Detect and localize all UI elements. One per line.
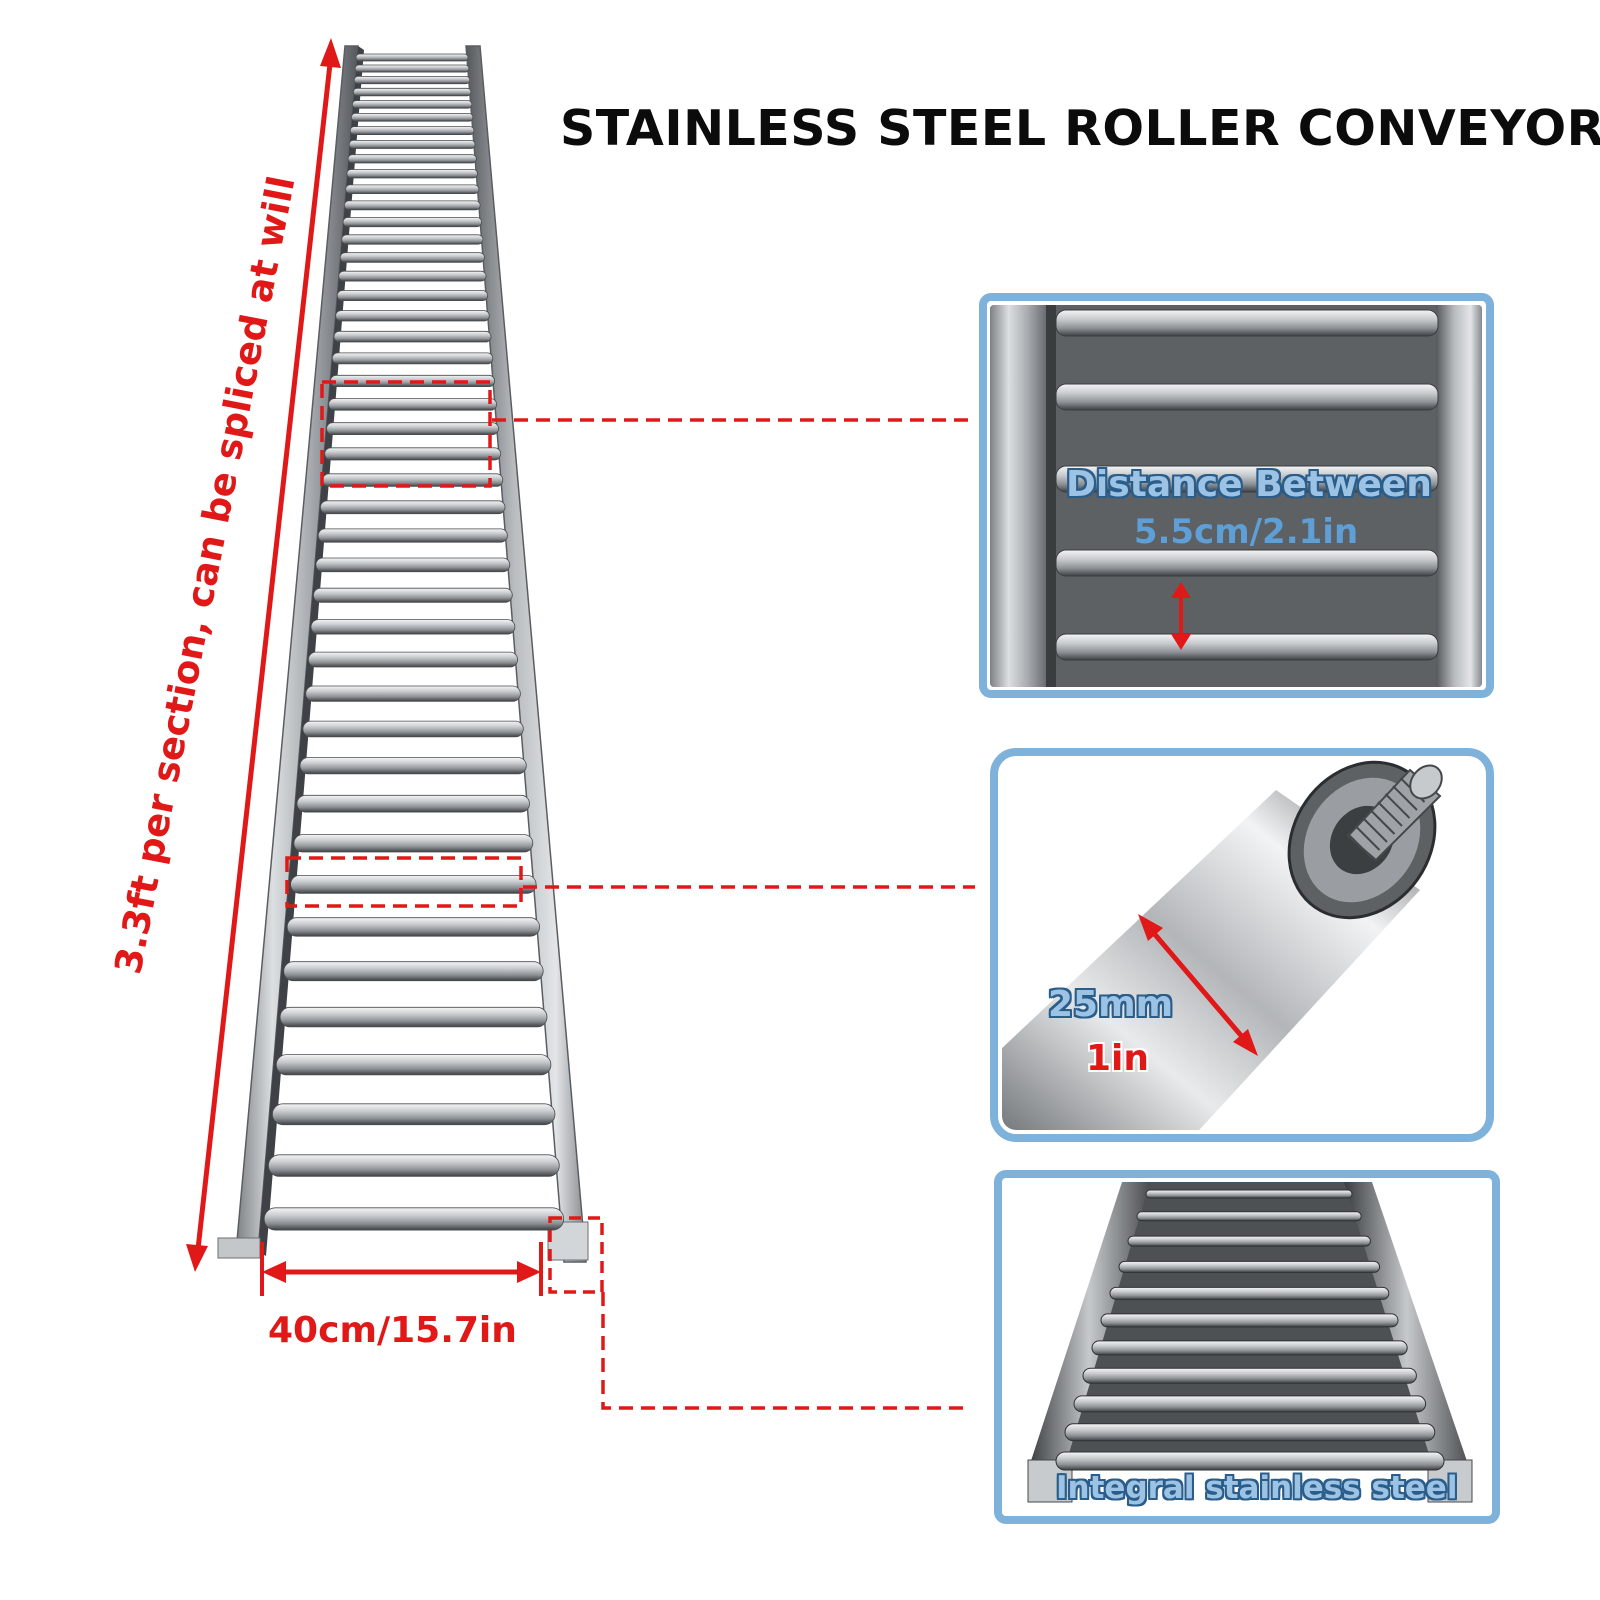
frame-roller bbox=[1109, 1286, 1390, 1300]
frame-roller bbox=[1100, 1313, 1399, 1328]
frame-caption: Integral stainless steel bbox=[1056, 1470, 1458, 1506]
conveyor-roller bbox=[353, 76, 471, 85]
conveyor-roller bbox=[333, 330, 492, 343]
left-rail-end bbox=[217, 1237, 261, 1259]
width-dimension-arrow bbox=[260, 1242, 543, 1296]
spacing-caption-line2: 5.5cm/2.1in bbox=[1133, 512, 1359, 552]
conveyor-roller bbox=[279, 1006, 548, 1028]
frame-rollers bbox=[1055, 1189, 1445, 1471]
conveyor-roller bbox=[335, 310, 490, 322]
conveyor-roller bbox=[348, 139, 476, 149]
conveyor-roller bbox=[286, 917, 541, 937]
conveyor-roller bbox=[305, 685, 521, 702]
conveyor-roller bbox=[349, 126, 475, 135]
conveyor-roller bbox=[290, 875, 537, 894]
callout-box-single-roller bbox=[285, 856, 975, 908]
callout-box-roller-spacing bbox=[320, 380, 975, 488]
conveyor-roller bbox=[331, 352, 494, 365]
conveyor-roller bbox=[296, 794, 530, 813]
diameter-imperial-label: 1in bbox=[1086, 1038, 1150, 1079]
conveyor-roller bbox=[343, 200, 481, 211]
length-dimension-arrow bbox=[186, 38, 341, 1272]
spacing-roller bbox=[1055, 633, 1439, 661]
spacing-roller bbox=[1055, 309, 1439, 337]
callout-box-frame-end bbox=[548, 1216, 965, 1410]
spacing-rollers bbox=[1055, 309, 1439, 661]
frame-roller bbox=[1127, 1235, 1371, 1247]
frame-left-rail bbox=[1028, 1182, 1150, 1470]
spacing-roller bbox=[1055, 549, 1439, 577]
conveyor-roller bbox=[324, 447, 502, 461]
conveyor-roller bbox=[339, 252, 485, 263]
frame-roller bbox=[1136, 1211, 1362, 1222]
conveyor-roller bbox=[341, 234, 484, 245]
spacing-caption-line1: Distance Between bbox=[1066, 464, 1432, 505]
conveyor-roller bbox=[313, 587, 513, 603]
conveyor-roller bbox=[346, 169, 478, 179]
conveyor-roller bbox=[342, 217, 483, 228]
frame-roller bbox=[1064, 1423, 1436, 1442]
conveyor-roller bbox=[283, 961, 544, 982]
conveyor-roller bbox=[267, 1154, 560, 1177]
conveyor-roller bbox=[345, 184, 480, 194]
detail-panel-frame bbox=[994, 1170, 1500, 1524]
diameter-metric-label: 25mm bbox=[1048, 984, 1174, 1025]
conveyor-roller bbox=[319, 500, 506, 515]
conveyor-roller bbox=[271, 1103, 556, 1126]
roller-conveyor-photo bbox=[217, 45, 589, 1263]
conveyor-roller bbox=[352, 87, 472, 97]
conveyor-roller bbox=[347, 154, 477, 164]
conveyor-roller bbox=[328, 398, 498, 411]
page-title: STAINLESS STEEL ROLLER CONVEYOR bbox=[560, 100, 1600, 157]
frame-roller bbox=[1073, 1395, 1427, 1413]
conveyor-roller bbox=[336, 290, 489, 302]
conveyor-roller bbox=[355, 53, 469, 62]
diameter-arrow bbox=[1138, 914, 1258, 1056]
detail-panel-roller-spacing bbox=[979, 293, 1494, 698]
conveyor-roller bbox=[350, 113, 474, 122]
conveyor-rollers bbox=[263, 53, 565, 1231]
frame-roller bbox=[1055, 1451, 1445, 1471]
spacing-roller bbox=[1055, 465, 1439, 493]
conveyor-roller bbox=[302, 720, 524, 738]
frame-roller bbox=[1145, 1189, 1353, 1199]
conveyor-roller bbox=[351, 100, 473, 109]
conveyor-roller bbox=[317, 528, 508, 543]
frame-roller bbox=[1082, 1367, 1417, 1384]
spacing-roller bbox=[1055, 383, 1439, 411]
frame-roller bbox=[1118, 1260, 1381, 1273]
frame-roller bbox=[1091, 1340, 1408, 1356]
conveyor-roller bbox=[275, 1054, 552, 1076]
frame-right-rail bbox=[1344, 1182, 1470, 1470]
spacing-arrow bbox=[1171, 582, 1191, 650]
conveyor-roller bbox=[293, 834, 534, 853]
conveyor-roller bbox=[307, 651, 518, 668]
conveyor-roller bbox=[354, 64, 470, 73]
conveyor-roller bbox=[263, 1207, 565, 1231]
conveyor-roller bbox=[338, 270, 487, 282]
conveyor-roller bbox=[299, 757, 527, 775]
conveyor-roller bbox=[315, 557, 511, 573]
conveyor-roller bbox=[310, 619, 516, 635]
width-annotation: 40cm/15.7in bbox=[268, 1310, 517, 1351]
right-rail-end bbox=[547, 1221, 589, 1261]
detail-panel-roller-diameter bbox=[990, 748, 1494, 1142]
conveyor-roller bbox=[326, 422, 499, 436]
right-side-rail bbox=[465, 45, 587, 1263]
